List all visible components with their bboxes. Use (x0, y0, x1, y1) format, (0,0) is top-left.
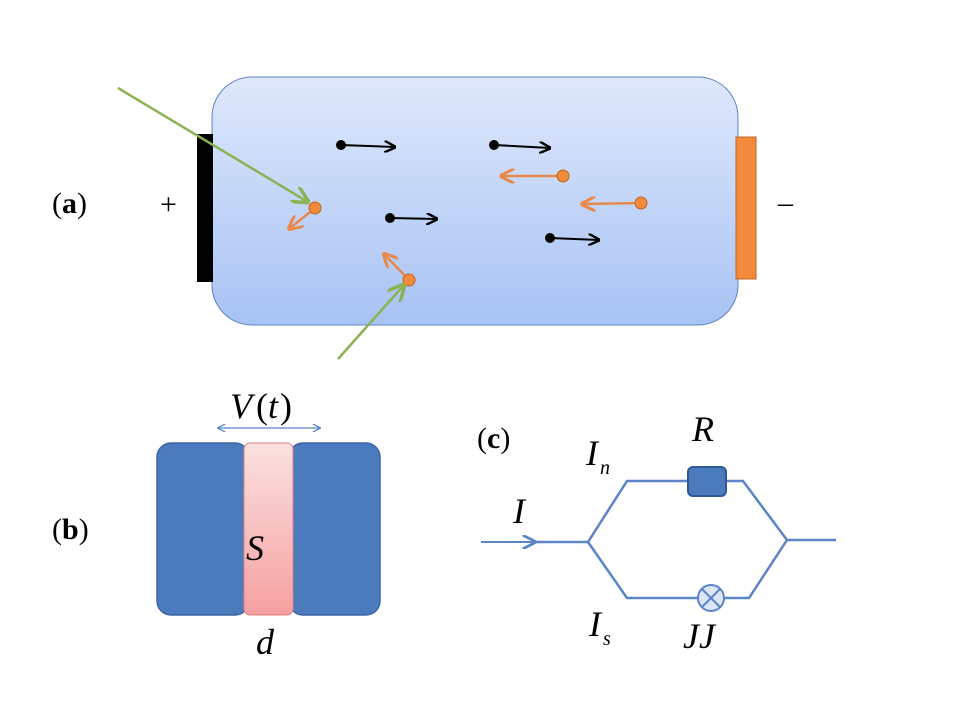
voltage-label: V(t) (230, 386, 292, 426)
barrier-label: S (246, 528, 264, 568)
normal-branch-wire (535, 479, 688, 544)
resistor-label: R (691, 409, 714, 449)
incident-photon-ray (337, 285, 404, 360)
panel-b-label: (b) (52, 513, 89, 546)
resistor-symbol (687, 466, 727, 497)
electron (489, 140, 550, 150)
electron (545, 233, 599, 243)
junction-label: JJ (683, 616, 717, 656)
cathode-electrode (735, 136, 757, 280)
right-electrode (288, 442, 381, 616)
super-branch-wire (586, 541, 698, 600)
electron (336, 140, 395, 150)
panel-a: (a) + – (52, 76, 794, 360)
panel-c-label: (c) (477, 422, 510, 455)
incident-photon-ray (117, 86, 308, 202)
left-electrode (156, 442, 250, 616)
panel-b: (b) V(t) S d (52, 386, 381, 662)
anode-electrode (197, 134, 213, 282)
electron (385, 213, 437, 223)
anode-plus-sign: + (160, 188, 177, 221)
cathode-minus-sign: – (777, 186, 794, 219)
hole (582, 197, 648, 209)
hole (501, 170, 570, 182)
output-wire (726, 479, 836, 542)
barrier-layer (243, 442, 294, 616)
super-branch-wire-return (724, 539, 789, 600)
total-current-label: I (512, 491, 527, 531)
panel-a-label: (a) (52, 187, 87, 220)
josephson-junction-symbol (697, 584, 725, 612)
hole (289, 201, 322, 229)
thickness-label: d (256, 622, 275, 662)
semiconductor-body (211, 76, 739, 326)
